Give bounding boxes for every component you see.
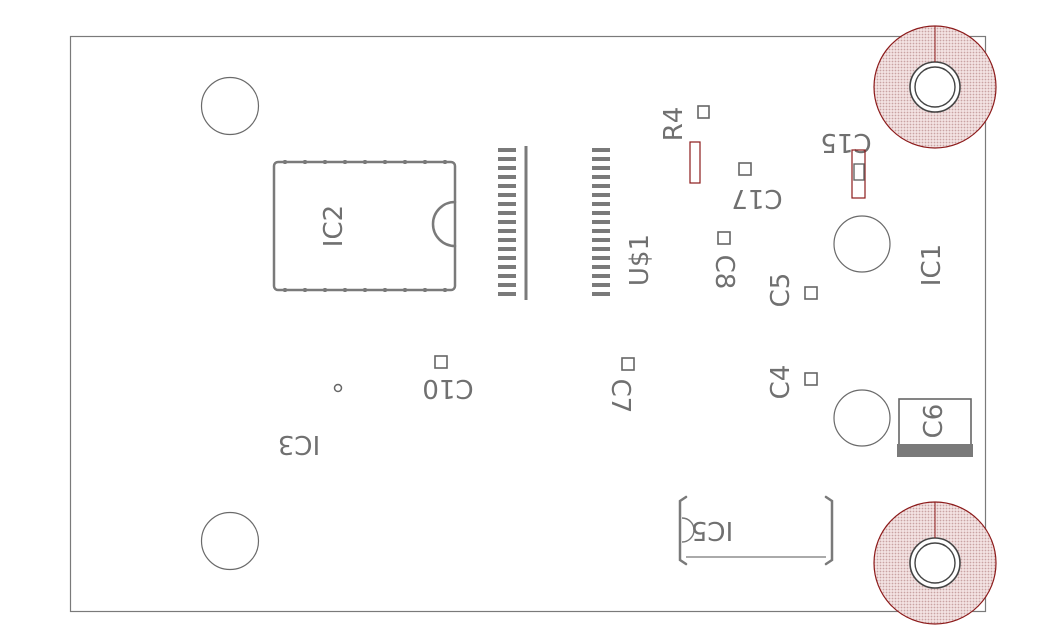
- ic3-label: IC3: [278, 429, 320, 459]
- c6-footprint: [897, 398, 973, 457]
- r4-pad-small: [697, 105, 710, 119]
- ic3-pin1-dot: [333, 383, 343, 393]
- board-outline: [69, 35, 987, 613]
- c5-pad: [804, 286, 818, 300]
- c5-label: C5: [766, 273, 796, 308]
- ic5-label: IC5: [691, 515, 733, 545]
- c6-label: C6: [919, 404, 949, 439]
- c17-label: C17: [731, 183, 782, 213]
- us1-label: U$1: [625, 234, 655, 286]
- c10-label: C10: [422, 373, 473, 403]
- r4-body: [689, 141, 701, 184]
- c8-label: C8: [709, 255, 739, 290]
- ic2-footprint: [272, 160, 457, 292]
- r4-label: R4: [659, 107, 689, 142]
- us1-footprint: [498, 146, 610, 300]
- mounting-hole-top-left: [200, 76, 260, 136]
- c10-pad: [434, 355, 448, 369]
- c7-pad: [621, 357, 635, 371]
- c15-label: C15: [820, 127, 871, 157]
- mounting-hole-bottom-left: [200, 511, 260, 571]
- plated-hole-top-right: [873, 25, 997, 149]
- ic5-footprint: [678, 495, 834, 566]
- ic1-hole: [833, 215, 891, 273]
- c15-body: [851, 149, 866, 199]
- c8-pad: [717, 231, 731, 245]
- c7-label: C7: [605, 379, 635, 414]
- ic1-label: IC1: [917, 244, 947, 286]
- ic2-label: IC2: [319, 205, 349, 247]
- c6-hole: [833, 389, 891, 447]
- c17-pad: [738, 162, 752, 176]
- c4-label: C4: [766, 365, 796, 400]
- plated-hole-bottom-right: [873, 501, 997, 625]
- c4-pad: [804, 372, 818, 386]
